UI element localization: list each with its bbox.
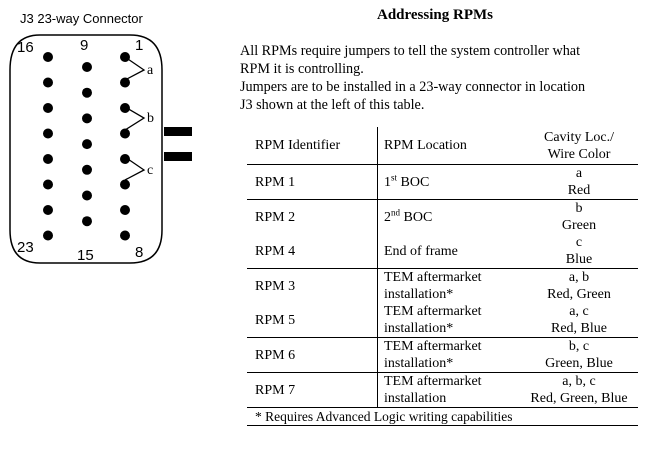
connector-pin [43, 179, 53, 190]
connector-pin [120, 179, 130, 190]
header-cavity-line: Cavity Loc./ [544, 129, 614, 145]
pin-number-9: 9 [80, 37, 88, 54]
rpm-identifier: RPM 5 [255, 312, 296, 328]
connector-pin [82, 190, 92, 201]
connector-pin [43, 52, 53, 62]
rpm-identifier: RPM 1 [247, 164, 378, 200]
rpm-location: 1st BOC [377, 164, 520, 200]
table-footnote: * Requires Advanced Logic writing capabi… [247, 407, 638, 426]
jumper-a [124, 56, 146, 81]
rpm-location: 2nd BOC [377, 199, 520, 234]
connector-pin [82, 113, 92, 124]
table-footnote-row: * Requires Advanced Logic writing capabi… [247, 407, 638, 426]
connector-pin [43, 128, 53, 139]
connector-diagram: J3 23-way Connector 16 9 1 23 15 8 a b c [9, 11, 192, 264]
connector-pin [120, 205, 130, 215]
connector-pin [82, 216, 92, 227]
jumper-c [124, 156, 146, 181]
latch-bar-top [164, 127, 192, 136]
rpm-identifier: RPM 3 [247, 268, 378, 303]
rpm-identifier: RPM 2 [247, 199, 378, 234]
pin-number-23: 23 [17, 239, 34, 256]
rpm-location: End of frame [377, 234, 520, 269]
intro-line: RPM it is controlling. [240, 61, 364, 77]
latch-bar-bottom [164, 152, 192, 161]
connector-pin [82, 164, 92, 175]
pin-numbers: 16 9 1 23 15 8 [17, 37, 143, 264]
connector-label: J3 23-way Connector [20, 11, 144, 26]
intro-text: All RPMs require jumpers to tell the sys… [240, 42, 635, 114]
rpm-identifier: RPM 6 [247, 337, 378, 373]
connector-pin [43, 205, 53, 215]
connector-pin [43, 230, 53, 241]
rpm-identifier: RPM 4 [255, 243, 296, 259]
connector-pin [82, 87, 92, 98]
section-title: Addressing RPMs [377, 7, 493, 23]
header-cavity-wire-color: Cavity Loc./ Wire Color [520, 127, 638, 165]
rpm-identifier: RPM 7 [247, 372, 378, 408]
connector-pin [82, 62, 92, 72]
header-wire-color-line: Wire Color [547, 146, 611, 162]
connector-pin [82, 139, 92, 150]
jumper-label-a: a [147, 63, 154, 78]
pin-number-16: 16 [17, 39, 34, 56]
connector-pin [43, 77, 53, 88]
jumper-b [124, 106, 146, 131]
connector-pin [120, 103, 130, 113]
header-rpm-identifier: RPM Identifier [255, 138, 341, 153]
rpm-table: RPM Identifier RPM Location Cavity Loc./… [247, 127, 638, 426]
pin-number-1: 1 [135, 37, 143, 54]
connector-outline [9, 34, 163, 264]
intro-line: J3 shown at the left of this table. [240, 97, 425, 113]
connector-pins [43, 52, 130, 241]
jumper-label-b: b [147, 111, 154, 126]
header-rpm-location: RPM Location [377, 127, 520, 165]
intro-line: All RPMs require jumpers to tell the sys… [240, 43, 581, 59]
connector-pin [120, 154, 130, 164]
connector-pin [120, 128, 130, 139]
pin-number-8: 8 [135, 244, 143, 261]
jumper-label-c: c [147, 163, 153, 178]
jumper-wires [124, 56, 146, 181]
pin-number-15: 15 [77, 247, 94, 264]
connector-pin [120, 230, 130, 241]
table-header-row: RPM Identifier RPM Location Cavity Loc./… [247, 127, 638, 165]
jumper-labels: a b c [147, 63, 154, 178]
intro-line: Jumpers are to be installed in a 23-way … [240, 79, 586, 95]
connector-pin [43, 103, 53, 113]
connector-pin [120, 77, 130, 88]
connector-pin [43, 154, 53, 164]
